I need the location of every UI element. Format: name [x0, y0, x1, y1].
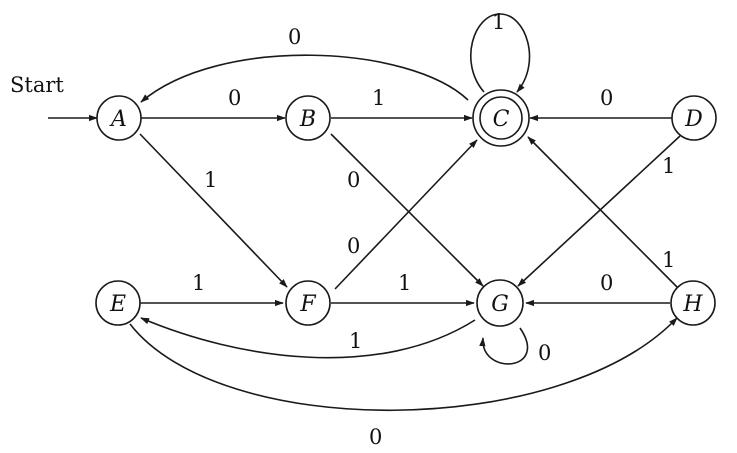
edge-label-e-f: 1	[192, 271, 205, 295]
edge-label-b-c: 1	[372, 86, 385, 110]
edge-label-f-c: 0	[347, 234, 360, 258]
edge-g-e	[140, 317, 476, 359]
edge-label-c-self: 1	[492, 10, 505, 34]
state-h: H	[670, 280, 716, 326]
edge-label-h-g: 0	[600, 271, 613, 295]
edge-label-h-c: 1	[662, 248, 675, 272]
state-f: F	[285, 280, 331, 326]
state-e: E	[95, 280, 141, 326]
state-a: A	[96, 95, 142, 141]
state-c-label: C	[493, 107, 510, 132]
edge-f-c	[334, 139, 478, 290]
state-c-accepting: C	[472, 89, 530, 147]
state-f-label: F	[299, 292, 316, 317]
state-d-label: D	[684, 107, 703, 132]
edge-label-a-f: 1	[204, 168, 217, 192]
edge-label-f-g: 1	[398, 271, 411, 295]
edge-label-d-c: 0	[600, 86, 613, 110]
edge-label-a-b: 0	[228, 86, 241, 110]
edge-b-g	[330, 133, 484, 287]
edge-label-e-h: 0	[369, 425, 382, 449]
edge-label-b-g: 0	[347, 168, 360, 192]
edge-d-g	[517, 135, 681, 287]
state-d: D	[671, 95, 717, 141]
edge-label-g-self: 0	[538, 341, 551, 365]
state-b-label: B	[299, 107, 316, 132]
edge-label-d-g: 1	[662, 154, 675, 178]
edge-h-c	[527, 136, 679, 289]
edge-c-a	[140, 54, 469, 103]
state-b: B	[285, 95, 331, 141]
start-label: Start	[10, 73, 64, 97]
edge-label-c-a: 0	[288, 25, 301, 49]
state-h-label: H	[682, 292, 703, 317]
edge-e-h	[129, 317, 678, 412]
edge-a-f	[139, 133, 288, 288]
edge-label-g-e: 1	[349, 329, 362, 353]
edge-g-self	[479, 327, 529, 365]
state-g: G	[476, 279, 524, 327]
state-a-label: A	[109, 107, 127, 132]
edge-c-self	[469, 13, 531, 93]
state-e-label: E	[109, 292, 126, 317]
state-g-label: G	[491, 292, 509, 317]
